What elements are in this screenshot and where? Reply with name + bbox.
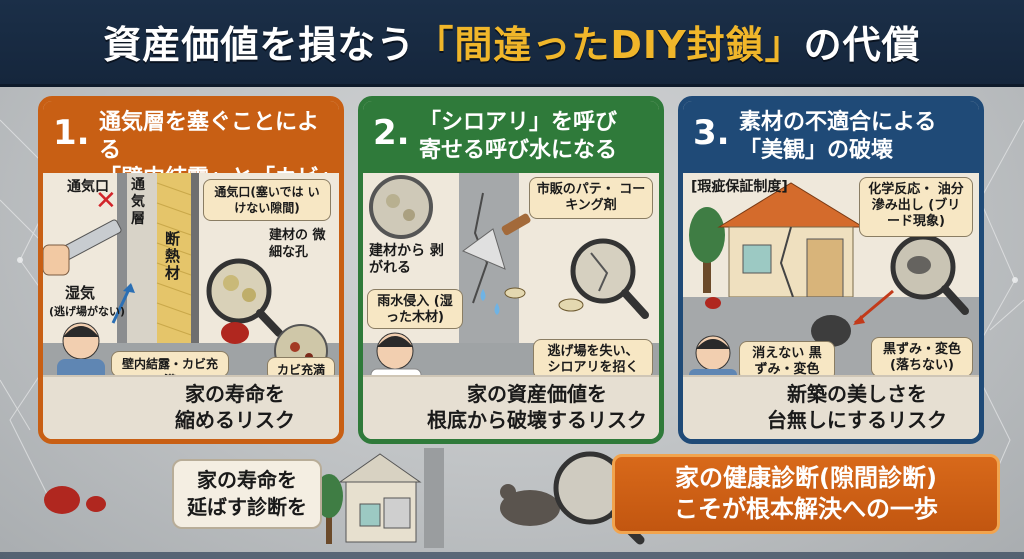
- panel-ventilation-risk: 1. 通気層を塞ぐことによる 「壁内結露」と「カビ」 ✕: [38, 96, 344, 444]
- title-part1: 資産価値を損なう: [103, 23, 416, 67]
- panel2-title: 「シロアリ」を呼び 寄せる呼び水になる: [419, 109, 659, 165]
- cta-text: 家の健康診断(隙間診断) こそが根本解決への一歩: [615, 463, 997, 525]
- panel2-title-line2: 寄せる呼び水になる: [419, 138, 618, 163]
- panel-termite-risk: 2. 「シロアリ」を呼び 寄せる呼び水になる: [358, 96, 664, 444]
- bubble-putty: 市販のパテ・ コーキング剤: [529, 177, 653, 219]
- bubble-permanent-stain: 消えない 黒ずみ・変色: [739, 341, 835, 381]
- panel3-title: 素材の不適合による 「美観」の破壊: [739, 109, 979, 165]
- bubble-black-stain: 黒ずみ・変色 (落ちない): [871, 337, 973, 377]
- panel3-header: 3. 素材の不適合による 「美観」の破壊: [683, 101, 979, 173]
- rat-icon: [500, 484, 560, 526]
- label-warranty: [瑕疵保証制度]: [691, 179, 788, 195]
- bubble-bleed: 化学反応・ 油分滲み出し (ブリード現象): [859, 177, 973, 237]
- cta-line1: 家の健康診断(隙間診断): [675, 464, 937, 492]
- house-icon: [338, 453, 422, 543]
- diagnosis-note-text: 家の寿命を 延ばす診断を: [174, 467, 320, 521]
- panel2-footer-line2: 根底から破壊するリスク: [427, 408, 647, 432]
- bottom-illustrations: [0, 448, 1024, 559]
- panel1-footer: 家の寿命を 縮めるリスク: [43, 375, 339, 439]
- caulk-gun-icon: [43, 219, 122, 276]
- bubble-escape-termites: 逃げ場を失い、 シロアリを招く: [533, 339, 653, 379]
- panel2-illustration: 市販のパテ・ コーキング剤 建材から 剥がれる 雨水侵入 (湿った木材) 逃げ場…: [363, 173, 659, 387]
- panel1-footer-line2: 縮めるリスク: [175, 408, 295, 432]
- mite-icon: [44, 486, 106, 514]
- label-moisture: 湿気: [65, 284, 96, 302]
- diagnosis-note-line2: 延ばす診断を: [187, 495, 307, 519]
- panel3-footer-line1: 新築の美しさを: [787, 382, 927, 406]
- panel1-number: 1.: [53, 113, 90, 153]
- panel1-footer-text: 家の寿命を 縮めるリスク: [135, 381, 335, 433]
- panel3-footer-text: 新築の美しさを 台無しにするリスク: [747, 381, 967, 433]
- svg-text:✕: ✕: [95, 186, 117, 216]
- label-micro-pores: 建材の 微細な孔: [269, 228, 326, 260]
- bubble-vent-gap: 通気口(塞いでは いけない隙間): [203, 179, 331, 221]
- diagnosis-note: 家の寿命を 延ばす診断を: [172, 459, 322, 529]
- title-bar: 資産価値を損なう「間違ったDIY封鎖」の代償: [0, 0, 1024, 87]
- panel3-number: 3.: [693, 113, 730, 153]
- panel3-title-line2: 「美観」の破壊: [739, 138, 894, 163]
- panel1-header: 1. 通気層を塞ぐことによる 「壁内結露」と「カビ」: [43, 101, 339, 191]
- page-title: 資産価値を損なう「間違ったDIY封鎖」の代償: [0, 14, 1024, 69]
- panel2-footer-text: 家の資産価値を 根底から破壊するリスク: [419, 381, 655, 433]
- label-air-layer: 通気層: [131, 177, 145, 227]
- panel1-title-line1: 通気層を塞ぐことによる: [99, 110, 320, 163]
- cta-banner: 家の健康診断(隙間診断) こそが根本解決への一歩: [612, 454, 1000, 534]
- panel1-footer-line1: 家の寿命を: [185, 382, 285, 406]
- panel2-number: 2.: [373, 113, 410, 153]
- title-part3: の代償: [803, 23, 921, 67]
- title-part2: 「間違ったDIY封鎖」: [415, 23, 804, 67]
- panel3-footer-line2: 台無しにするリスク: [766, 408, 948, 432]
- panel2-title-line1: 「シロアリ」を呼び: [419, 110, 618, 135]
- label-insulation: 断熱材: [165, 230, 181, 282]
- label-vent: 通気口: [67, 179, 109, 195]
- tree-icon: [315, 474, 343, 544]
- wall-pillar-icon: [424, 448, 444, 548]
- panel3-title-line1: 素材の不適合による: [739, 110, 937, 135]
- bubble-condensation: 壁内結露・カビ充満: [111, 351, 229, 387]
- bubble-rain-intrusion: 雨水侵入 (湿った木材): [367, 289, 463, 329]
- panel2-footer: 家の資産価値を 根底から破壊するリスク: [363, 375, 659, 439]
- cta-line2: こそが根本解決への一歩: [674, 495, 938, 523]
- diagnosis-note-line1: 家の寿命を: [197, 468, 297, 492]
- panel2-footer-line1: 家の資産価値を: [467, 382, 607, 406]
- panel2-header: 2. 「シロアリ」を呼び 寄せる呼び水になる: [363, 101, 659, 173]
- panel-aesthetic-risk: 3. 素材の不適合による 「美観」の破壊: [678, 96, 984, 444]
- panel3-footer: 新築の美しさを 台無しにするリスク: [683, 375, 979, 439]
- panel1-illustration: ✕ 通気口 通気層 断熱材 通気口(塞いでは いけない隙間) 建材の 微細な孔 …: [43, 173, 339, 387]
- label-moisture-sub: (逃げ場がない): [49, 305, 126, 318]
- label-peeling: 建材から 剥がれる: [369, 243, 444, 276]
- panel3-illustration: [瑕疵保証制度] 化学反応・ 油分滲み出し (ブリード現象) 消えない 黒ずみ・…: [683, 173, 979, 387]
